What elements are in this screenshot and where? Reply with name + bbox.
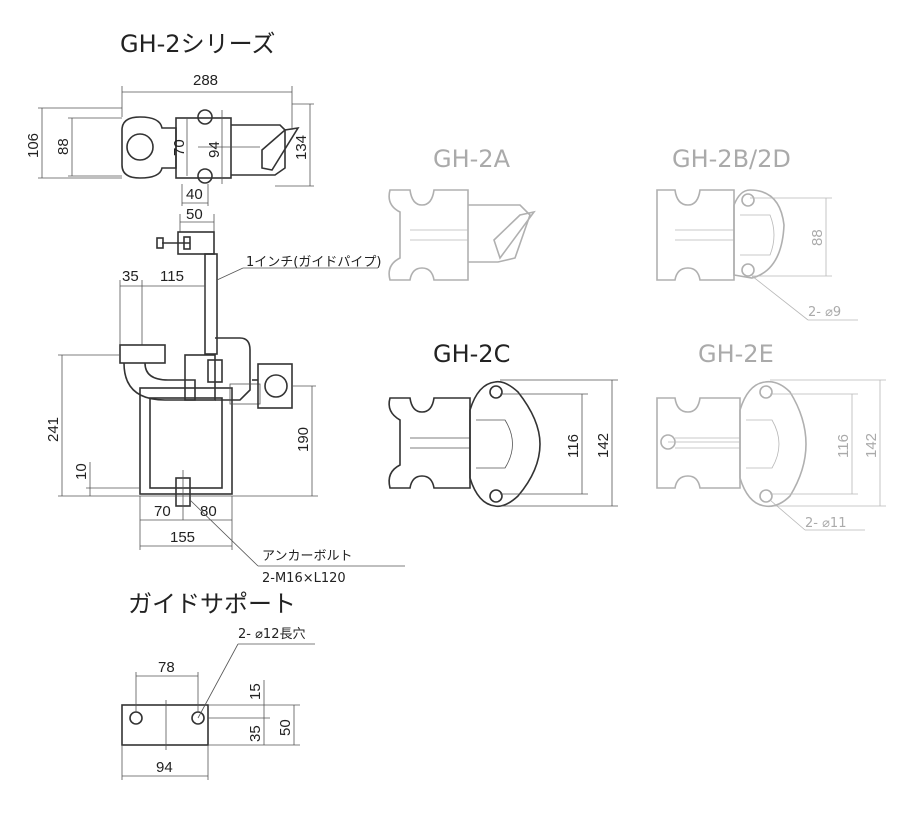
dim-94-top: 94 (206, 141, 223, 158)
dim-241: 241 (45, 417, 62, 442)
dim-10: 10 (73, 463, 90, 480)
anchor-note-2: 2-M16×L120 (262, 571, 346, 586)
slot-note: 2- ⌀12長穴 (238, 627, 305, 642)
dim-70-top: 70 (171, 139, 188, 156)
dim-70-bottom: 70 (154, 503, 171, 520)
dim-116-c: 116 (565, 434, 582, 458)
gh2e-title: GH-2E (698, 340, 774, 368)
gh2c-view: GH-2C 116 142 (388, 340, 618, 508)
dim-94-s: 94 (156, 759, 173, 776)
dim-134: 134 (293, 135, 310, 160)
gh2bd-title: GH-2B/2D (672, 145, 791, 173)
dim-15: 15 (247, 683, 264, 700)
hole-e-note: 2- ⌀11 (805, 516, 846, 531)
dim-35: 35 (122, 268, 139, 285)
gh2c-title: GH-2C (433, 340, 510, 368)
anchor-note-1: アンカーボルト (262, 549, 352, 564)
gh2a-title: GH-2A (433, 145, 511, 173)
dim-142-c: 142 (595, 433, 612, 458)
dim-78: 78 (158, 659, 175, 676)
guide-support-view: 78 94 15 35 50 2- ⌀12長穴 (121, 627, 315, 780)
dim-288: 288 (193, 72, 218, 89)
pipe-note: 1インチ(ガイドパイプ) (246, 255, 381, 270)
dim-88-top: 88 (55, 138, 72, 155)
dim-50: 50 (186, 206, 203, 223)
dim-40: 40 (186, 186, 203, 203)
dim-116-e: 116 (835, 434, 852, 458)
dim-88-b: 88 (809, 229, 826, 246)
dim-115: 115 (160, 268, 184, 285)
hole-b-note: 2- ⌀9 (808, 305, 841, 320)
dim-80-bottom: 80 (200, 503, 217, 520)
dim-106: 106 (25, 133, 42, 158)
dim-142-e: 142 (863, 433, 880, 458)
top-view: 288 106 88 70 94 134 40 (25, 72, 314, 206)
gh2bd-view: GH-2B/2D 88 2- ⌀9 (656, 145, 858, 321)
dim-190: 190 (295, 427, 312, 452)
gh2a-view: GH-2A (388, 145, 536, 281)
dim-50-s: 50 (277, 719, 294, 736)
dim-155: 155 (170, 529, 195, 546)
dim-35-s: 35 (247, 725, 264, 742)
side-view: 50 1インチ(ガイドパイプ) 35 115 (45, 206, 405, 586)
gh2e-view: GH-2E 116 142 2- ⌀11 (656, 340, 886, 531)
series-title: GH-2シリーズ (120, 30, 275, 58)
guide-support-title: ガイドサポート (128, 590, 296, 618)
